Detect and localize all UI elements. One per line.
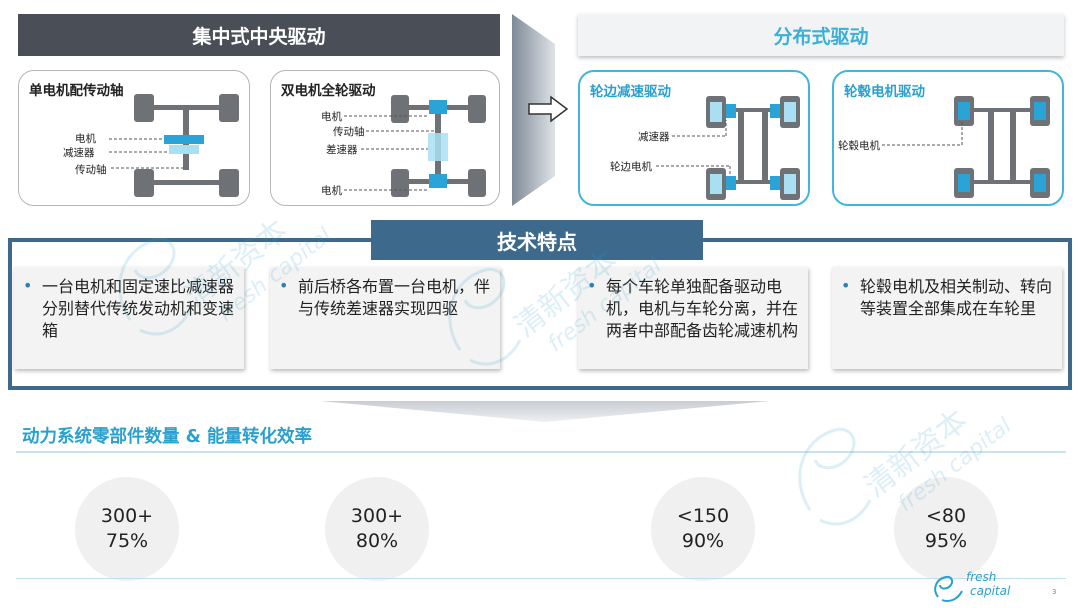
- dual-motor-title: 双电机全轮驱动: [281, 83, 376, 99]
- page-number: 3: [1052, 588, 1057, 596]
- hub-motor-drive-title: 轮毂电机驱动: [844, 84, 925, 100]
- bullet-icon: •: [279, 276, 289, 295]
- tech-features-title: 技术特点: [371, 220, 703, 260]
- energy-efficiency: 95%: [924, 530, 968, 552]
- component-count: <150: [676, 505, 730, 527]
- single-motor-panel: 单电机配传动轴 电机 减速器 传动轴: [18, 70, 250, 206]
- tech-card-2: • 前后桥各布置一台电机，伴与传统差速器实现四驱: [270, 267, 500, 369]
- fresh-capital-logo: fresh capital: [934, 570, 1011, 602]
- bullet-icon: •: [23, 276, 33, 295]
- wheel-side-motor-label: 轮边电机: [610, 161, 652, 173]
- hub-motor-drivetrain-diagram: [882, 96, 1050, 198]
- dual-motor-panel: 双电机全轮驱动 电机 传动轴 差速器 电机: [270, 70, 500, 206]
- single-motor-drivetrain-diagram: [109, 94, 239, 197]
- stat-circle-dual-motor: 300+ 80%: [325, 477, 429, 581]
- hub-motor-label: 轮毂电机: [838, 140, 880, 152]
- component-count: 300+: [100, 505, 154, 527]
- logo-line-1: fresh: [966, 570, 996, 584]
- tech-card-text: 一台电机和固定速比减速器分别替代传统发动机和变速箱: [42, 277, 235, 340]
- centralized-drive-header: 集中式中央驱动: [18, 14, 500, 56]
- section-title: 动力系统零部件数量 & 能量转化效率: [22, 427, 312, 447]
- tech-card-4: • 轮毂电机及相关制动、转向等装置全部集成在车轮里: [832, 267, 1062, 369]
- tech-card-text: 前后桥各布置一台电机，伴与传统差速器实现四驱: [298, 277, 491, 318]
- hub-motor-drive-panel: 轮毂电机驱动 轮毂电机: [832, 70, 1064, 206]
- motor-label: 电机: [75, 133, 96, 145]
- stat-circle-single-motor: 300+ 75%: [75, 477, 179, 581]
- distributed-drive-title: 分布式驱动: [773, 25, 869, 48]
- distributed-drive-header: 分布式驱动: [578, 14, 1064, 56]
- wheel-side-drive-title: 轮边减速驱动: [590, 84, 671, 100]
- energy-efficiency: 80%: [355, 530, 399, 552]
- single-motor-title: 单电机配传动轴: [29, 83, 124, 99]
- tech-card-text: 每个车轮单独配备驱动电机，电机与车轮分离，并在两者中部配备齿轮减速机构: [606, 277, 799, 340]
- stat-circle-wheel-side: <150 90%: [651, 477, 755, 581]
- dual-motor-drivetrain-diagram: [344, 95, 486, 197]
- drive-shaft-label: 传动轴: [75, 164, 107, 176]
- wheel-side-drivetrain-diagram: [656, 96, 800, 200]
- differential-label: 差速器: [326, 144, 358, 156]
- component-count: <80: [925, 505, 967, 527]
- tech-card-3: • 每个车轮单独配备驱动电机，电机与车轮分离，并在两者中部配备齿轮减速机构: [578, 267, 808, 369]
- reducer-label: 减速器: [638, 131, 670, 143]
- bullet-icon: •: [587, 276, 597, 295]
- front-motor-label: 电机: [321, 111, 342, 123]
- energy-efficiency: 75%: [105, 530, 149, 552]
- wheel-side-drive-panel: 轮边减速驱动 减速器 轮边电机: [578, 70, 810, 206]
- tech-card-text: 轮毂电机及相关制动、转向等装置全部集成在车轮里: [860, 277, 1053, 318]
- logo-line-2: capital: [970, 584, 1011, 598]
- bullet-icon: •: [841, 276, 851, 295]
- component-count: 300+: [350, 505, 404, 527]
- reducer-label: 减速器: [63, 147, 95, 159]
- energy-efficiency: 90%: [681, 530, 725, 552]
- section-divider: [16, 451, 1066, 453]
- right-arrow-icon: [528, 95, 569, 123]
- footer-divider: [16, 578, 1066, 579]
- stat-circle-hub-motor: <80 95%: [894, 477, 998, 581]
- drive-shaft-label: 传动轴: [333, 126, 365, 138]
- tech-card-1: • 一台电机和固定速比减速器分别替代传统发动机和变速箱: [14, 267, 244, 369]
- rear-motor-label: 电机: [321, 185, 342, 197]
- centralized-drive-title: 集中式中央驱动: [192, 25, 326, 48]
- tech-features-title-text: 技术特点: [497, 229, 577, 254]
